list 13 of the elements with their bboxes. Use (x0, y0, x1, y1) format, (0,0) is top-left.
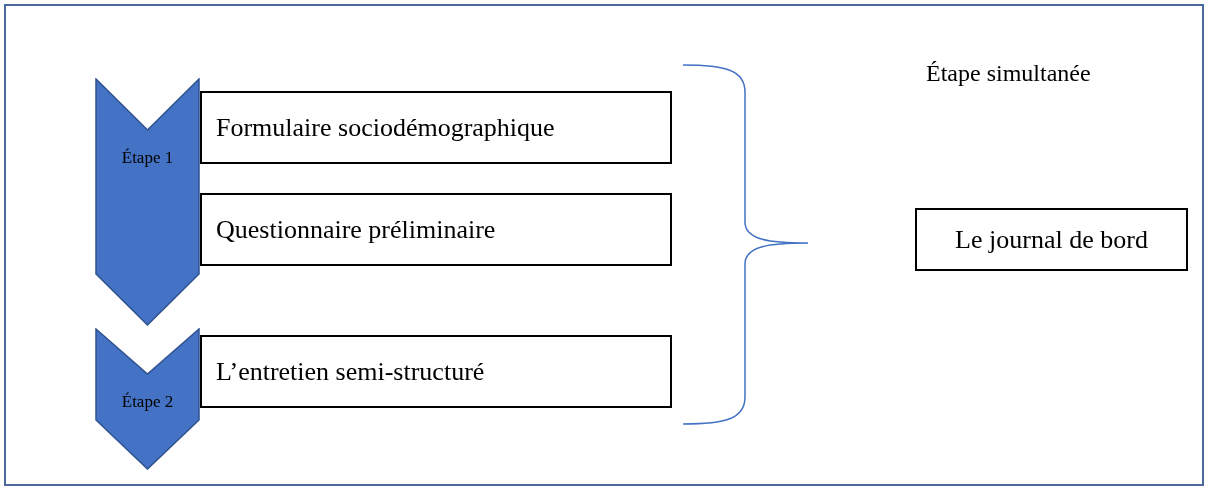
heading-text: Étape simultanée (926, 60, 1091, 87)
step-marker (95, 78, 200, 326)
step-marker (95, 328, 200, 470)
box-label: L’entretien semi-structuré (215, 356, 485, 387)
box-label: Questionnaire préliminaire (215, 214, 496, 245)
text-box (200, 335, 672, 408)
box-label: Formulaire sociodémographique (215, 112, 555, 143)
step-label: Étape 1 (120, 148, 175, 168)
text-box (915, 208, 1188, 271)
step-label: Étape 2 (120, 392, 175, 412)
text-box (200, 193, 672, 266)
text-box (200, 91, 672, 164)
box-label: Le journal de bord (955, 224, 1148, 255)
